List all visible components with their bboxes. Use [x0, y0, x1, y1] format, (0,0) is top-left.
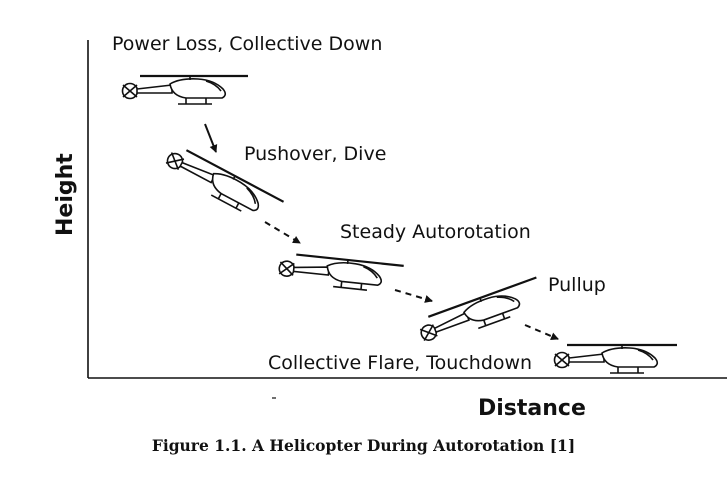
- y-axis-title: Height: [53, 153, 78, 236]
- helicopter-icon: [161, 143, 285, 219]
- helicopter-icon: [415, 276, 537, 349]
- stage-label-power-loss: Power Loss, Collective Down: [112, 33, 382, 55]
- stage-label-touchdown: Collective Flare, Touchdown: [268, 352, 532, 374]
- x-axis-title: Distance: [478, 396, 586, 421]
- figure-caption: Figure 1.1. A Helicopter During Autorota…: [151, 436, 576, 455]
- arrow-icon: [394, 289, 433, 303]
- arrow-icon: [264, 221, 301, 244]
- arrow-icon: [524, 324, 559, 340]
- helicopter-icon: [553, 343, 677, 374]
- stage-label-pullup: Pullup: [548, 274, 606, 296]
- helicopter-icon: [121, 74, 248, 105]
- stage-label-pushover: Pushover, Dive: [244, 143, 386, 165]
- stage-label-steady: Steady Autorotation: [340, 221, 531, 243]
- helicopter-icon: [277, 252, 404, 293]
- arrow-icon: [204, 123, 218, 153]
